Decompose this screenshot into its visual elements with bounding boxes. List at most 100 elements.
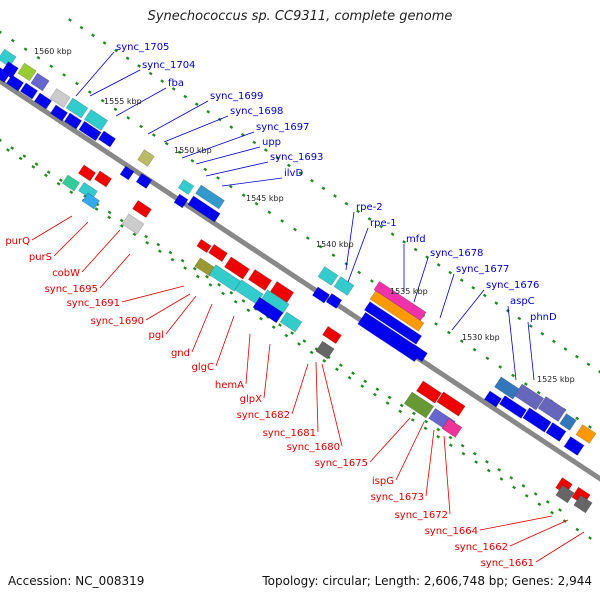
leader-line [163,115,229,143]
tick-dot [6,148,10,152]
tick-dot [521,484,526,488]
tick-dot [75,81,79,86]
tick-dot [259,316,263,321]
gene-feature [173,193,189,209]
tick-dot [399,403,404,408]
leader-line [347,227,369,283]
gene-feature [545,422,567,442]
tick-dots-layer [0,18,600,540]
leader-line [215,315,235,367]
tick-dot [87,90,92,94]
kbp-tick-label: 1560 kbp [34,47,72,56]
tick-dot [498,365,503,369]
tick-dot [402,240,407,244]
tick-dot [137,64,142,68]
gene-feature [19,82,39,100]
tick-dot [113,107,118,112]
tick-dot [192,266,197,271]
leader-line [395,421,425,481]
tick-dot [321,186,326,191]
forward-gene-label: phnD [530,312,557,323]
map-title: Synechococcus sp. CC9311, complete genom… [147,9,453,24]
tick-dot [338,363,343,368]
tick-dot [511,373,515,378]
tick-dot [228,184,233,189]
tick-dot [471,285,476,290]
tick-dot [252,140,257,145]
gene-feature [30,72,50,92]
tick-dot [459,278,464,283]
tick-dot [528,324,533,328]
leader-line [53,221,89,257]
tick-dot [485,459,489,464]
gene-feature [135,173,153,189]
tick-dot [385,401,390,405]
tick-dot [436,263,441,267]
tick-dot [499,477,504,481]
gene-feature [513,383,545,411]
leader-line [31,215,73,241]
reverse-gene-label: sync_1661 [481,558,534,569]
reverse-gene-label: glpX [240,394,262,405]
kbp-tick-label: 1545 kbp [246,194,284,203]
tick-dot [208,283,213,287]
reverse-gene-label: pgl [149,330,164,341]
tick-dot [180,258,185,263]
gene-feature [315,340,335,360]
tick-dot [425,255,430,260]
tick-dot [10,146,15,150]
tick-dot [588,425,592,429]
gene-feature [408,343,428,363]
tick-dot [310,178,314,183]
tick-dot [344,201,349,206]
reverse-gene-label: cobW [52,268,80,279]
tick-dot [411,411,416,416]
gene-feature [252,296,284,324]
tick-dot [267,210,272,215]
tick-dot [390,232,395,237]
forward-gene-label: ilvD [284,168,303,179]
tick-dot [91,33,95,38]
tick-dot [297,342,301,346]
tick-dot [302,339,307,343]
tick-dot [497,467,502,472]
tick-dot [460,443,465,448]
gene-feature [93,170,113,188]
tick-dot [335,367,339,372]
tick-dot [588,536,592,540]
leader-line [75,51,115,97]
reverse-gene-label: sync_1695 [45,284,98,295]
tick-dot [216,176,220,180]
gene-feature [49,104,69,122]
tick-dot [290,331,295,335]
tick-dot [46,170,51,175]
leader-line [345,211,355,271]
tick-dot [31,165,36,169]
leader-line [321,363,343,447]
leader-line [99,253,131,289]
tick-dot [114,48,119,53]
reverse-gene-label: sync_1691 [67,298,120,309]
reverse-gene-label: purS [29,252,52,263]
gene-feature [65,97,89,119]
tick-dot [370,279,374,283]
gene-feature [33,92,53,110]
leader-line [443,435,451,515]
tick-dot [322,359,327,363]
tick-dot [598,370,600,374]
reverse-gene-label: purQ [5,236,30,247]
tick-dot [494,301,499,305]
leader-line [221,177,283,187]
leader-line [181,131,255,159]
tick-dot [517,316,522,321]
gene-feature [441,418,463,438]
tick-dot [144,234,149,239]
tick-dot [100,98,105,103]
tick-dot [379,224,384,229]
gene-feature [137,149,155,167]
gene-feature [555,484,575,504]
gene-feature [5,74,25,92]
forward-gene-label: sync_1698 [230,106,283,117]
leader-line [145,293,191,321]
